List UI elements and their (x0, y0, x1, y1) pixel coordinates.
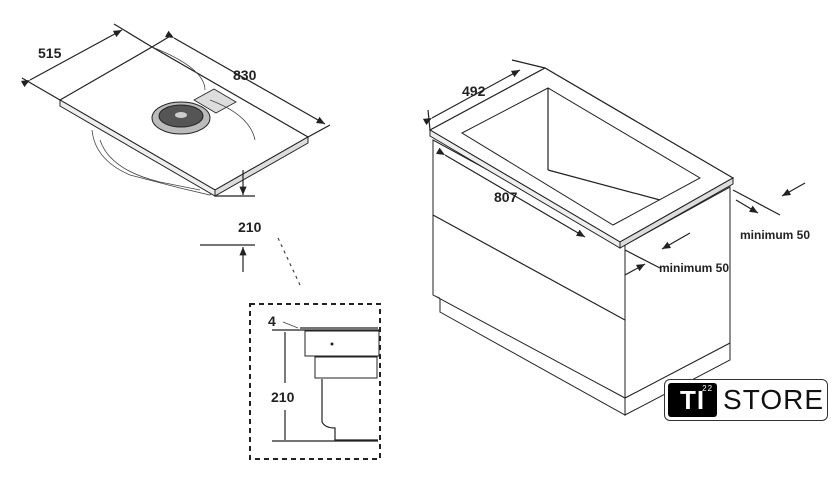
hob-height-label: 210 (238, 219, 262, 235)
logo-badge: TI 22 (668, 383, 718, 417)
ti-store-logo: TI 22 STORE (664, 379, 828, 421)
cabinet-width-label: 807 (494, 189, 518, 205)
clearance-front-label: minimum 50 (659, 261, 729, 275)
logo-store: STORE (723, 384, 824, 415)
detail-thickness-label: 4 (268, 313, 276, 329)
logo-ti: TI (679, 384, 706, 415)
cabinet-depth-label: 492 (462, 83, 486, 99)
hob-length-label: 830 (233, 67, 257, 83)
hob-width-label: 515 (38, 45, 62, 61)
logo-sup: 22 (702, 384, 714, 393)
cabinet-drawing: 492 807 minimum 50 minimum 50 (422, 59, 810, 416)
clearance-right-label: minimum 50 (740, 228, 810, 242)
detail-height-label: 210 (271, 389, 295, 405)
hob-drawing: 515 830 210 (20, 23, 331, 286)
detail-view: 4 210 (249, 303, 381, 460)
